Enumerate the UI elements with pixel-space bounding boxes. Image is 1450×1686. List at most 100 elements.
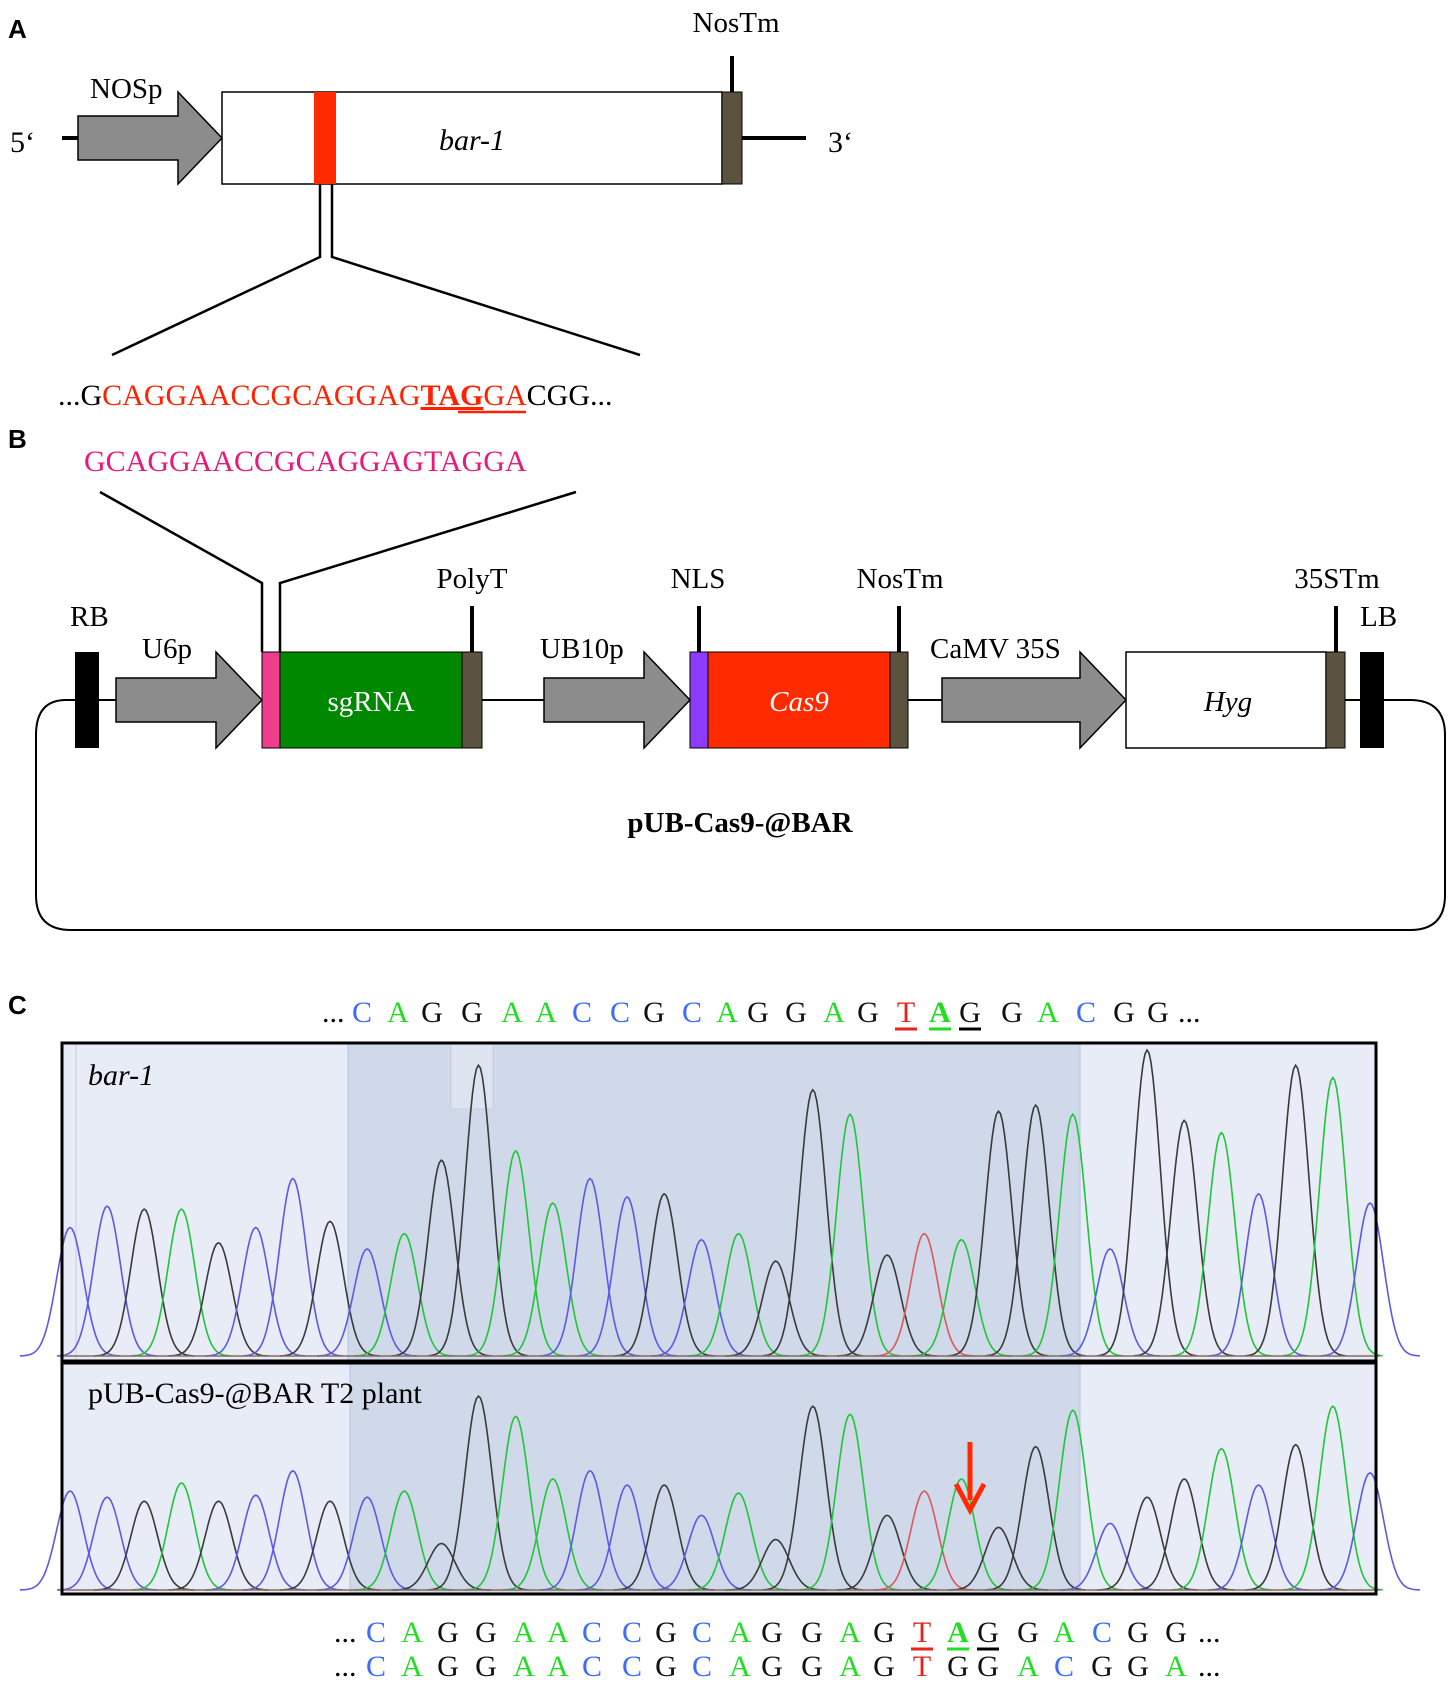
base-letter: G: [1165, 1616, 1187, 1649]
base-letter: A: [401, 1616, 423, 1649]
trace-peak: [316, 1247, 418, 1357]
trace-peak: [354, 1490, 455, 1591]
panel-c-letter: C: [8, 990, 27, 1020]
base-letter: A: [1017, 1650, 1039, 1683]
trace-peak: [1319, 1201, 1420, 1357]
trace-peak: [502, 1201, 603, 1357]
trace-peak: [19, 1226, 120, 1357]
bar1-target-sequence: ...GCAGGAACCGCAGGAGTAGGACGG...: [58, 379, 613, 412]
base-letter: G: [475, 1616, 497, 1649]
nos-promoter-label: NOSp: [90, 73, 163, 105]
trace-peak: [1245, 1443, 1346, 1591]
right-border-block: [75, 652, 99, 748]
base-letter: A: [547, 1650, 569, 1683]
trace-peak: [688, 1232, 789, 1357]
base-letter: A: [729, 1650, 751, 1683]
chromatogram-panel-2: pUB-Cas9-@BAR T2 plant: [19, 1361, 1420, 1596]
base-letter: G: [761, 1650, 783, 1683]
base-letter: G: [977, 1616, 999, 1649]
trace-peak: [465, 1415, 566, 1591]
trace-peak: [205, 1494, 306, 1591]
trace-peak: [1245, 1063, 1346, 1357]
trace-peak: [354, 1232, 455, 1357]
base-letter: C: [572, 996, 592, 1029]
trace-peak: [428, 1394, 529, 1591]
trace-peak: [762, 1405, 863, 1591]
trace-peak: [19, 1490, 120, 1591]
base-letter: G: [747, 996, 769, 1029]
base-letter: A: [535, 996, 557, 1029]
trace-peak: [428, 1063, 529, 1357]
base-letter: C: [1092, 1616, 1112, 1649]
trace-peak: [279, 1500, 380, 1591]
trace-peak: [1134, 1119, 1235, 1357]
trace-peak: [205, 1226, 306, 1357]
trace-peak: [1022, 1409, 1123, 1591]
guide-sequence: GCAGGAACCGCAGGAGTAGGA: [84, 445, 527, 478]
trace-peak: [391, 1159, 492, 1357]
trace-peak: [168, 1500, 269, 1591]
trace-peak: [317, 1496, 418, 1591]
trace-peak: [874, 1490, 975, 1591]
trace-peak: [985, 1103, 1086, 1357]
base-letter: A: [929, 996, 951, 1029]
trace-peak: [651, 1238, 752, 1357]
trace-peak: [242, 1177, 343, 1357]
base-letter: G: [1147, 996, 1169, 1029]
base-letter: A: [716, 996, 738, 1029]
stop-codon-tag: TAG: [421, 379, 484, 412]
panel-b: B GCAGGAACCGCAGGAGTAGGA RB U6p sgRNA Pol…: [8, 424, 1446, 931]
trace-peak: [948, 1526, 1049, 1591]
trace-peak: [799, 1413, 900, 1591]
trace-peak: [502, 1477, 603, 1591]
trace-peak: [539, 1177, 640, 1357]
base-letter: A: [513, 1650, 535, 1683]
trace-peak: [131, 1208, 232, 1357]
trace2-label: pUB-Cas9-@BAR T2 plant: [88, 1377, 422, 1410]
trace-peak: [1059, 1247, 1160, 1357]
trace2-curves: [19, 1394, 1420, 1591]
base-letter: G: [437, 1650, 459, 1683]
sgrna-label: sgRNA: [327, 686, 414, 718]
base-letter: G: [947, 1650, 969, 1683]
base-letter: G: [1113, 996, 1135, 1029]
polyt-terminator-box: [461, 651, 483, 749]
plasmid-name: pUB-Cas9-@BAR: [627, 807, 853, 839]
base-letter: G: [643, 996, 665, 1029]
bar1-gene-box: [221, 91, 723, 185]
camv35s-label: CaMV 35S: [930, 633, 1061, 665]
base-letter: A: [513, 1616, 535, 1649]
trace-peak: [168, 1241, 269, 1357]
panel-a-letter: A: [8, 14, 27, 44]
base-letter: G: [977, 1650, 999, 1683]
sequence-ellipsis: ...: [1178, 996, 1201, 1029]
base-letter: T: [913, 1616, 931, 1649]
cas9-label: Cas9: [769, 686, 829, 718]
ub10-promoter-arrow: [543, 650, 692, 750]
trace-peak: [614, 1484, 715, 1591]
base-letter: C: [366, 1650, 386, 1683]
trace-peak: [1134, 1477, 1235, 1591]
base-letter: C: [622, 1650, 642, 1683]
base-letter: A: [947, 1616, 969, 1649]
trace-peak: [1319, 1471, 1420, 1591]
u6-promoter-arrow: [115, 650, 264, 750]
base-letter: G: [437, 1616, 459, 1649]
base-letter: C: [622, 1616, 642, 1649]
trace-peak: [799, 1112, 900, 1357]
base-letter: A: [1053, 1616, 1075, 1649]
trace1-label: bar-1: [88, 1059, 154, 1092]
base-letter: G: [1127, 1650, 1149, 1683]
trace-peak: [131, 1481, 232, 1591]
base-letter: G: [461, 996, 483, 1029]
guide-line-right: [278, 490, 577, 652]
base-letter: G: [857, 996, 879, 1029]
chromatogram-panel-1: bar-1: [19, 1041, 1420, 1363]
base-letter: G: [655, 1616, 677, 1649]
trace-peak: [651, 1514, 752, 1591]
base-letter: C: [582, 1616, 602, 1649]
panel-a: A 5‘ NOSp bar-1 NosTm 3‘ ...GCAGGAACCGCA…: [8, 7, 853, 414]
nls-label: NLS: [671, 563, 726, 595]
